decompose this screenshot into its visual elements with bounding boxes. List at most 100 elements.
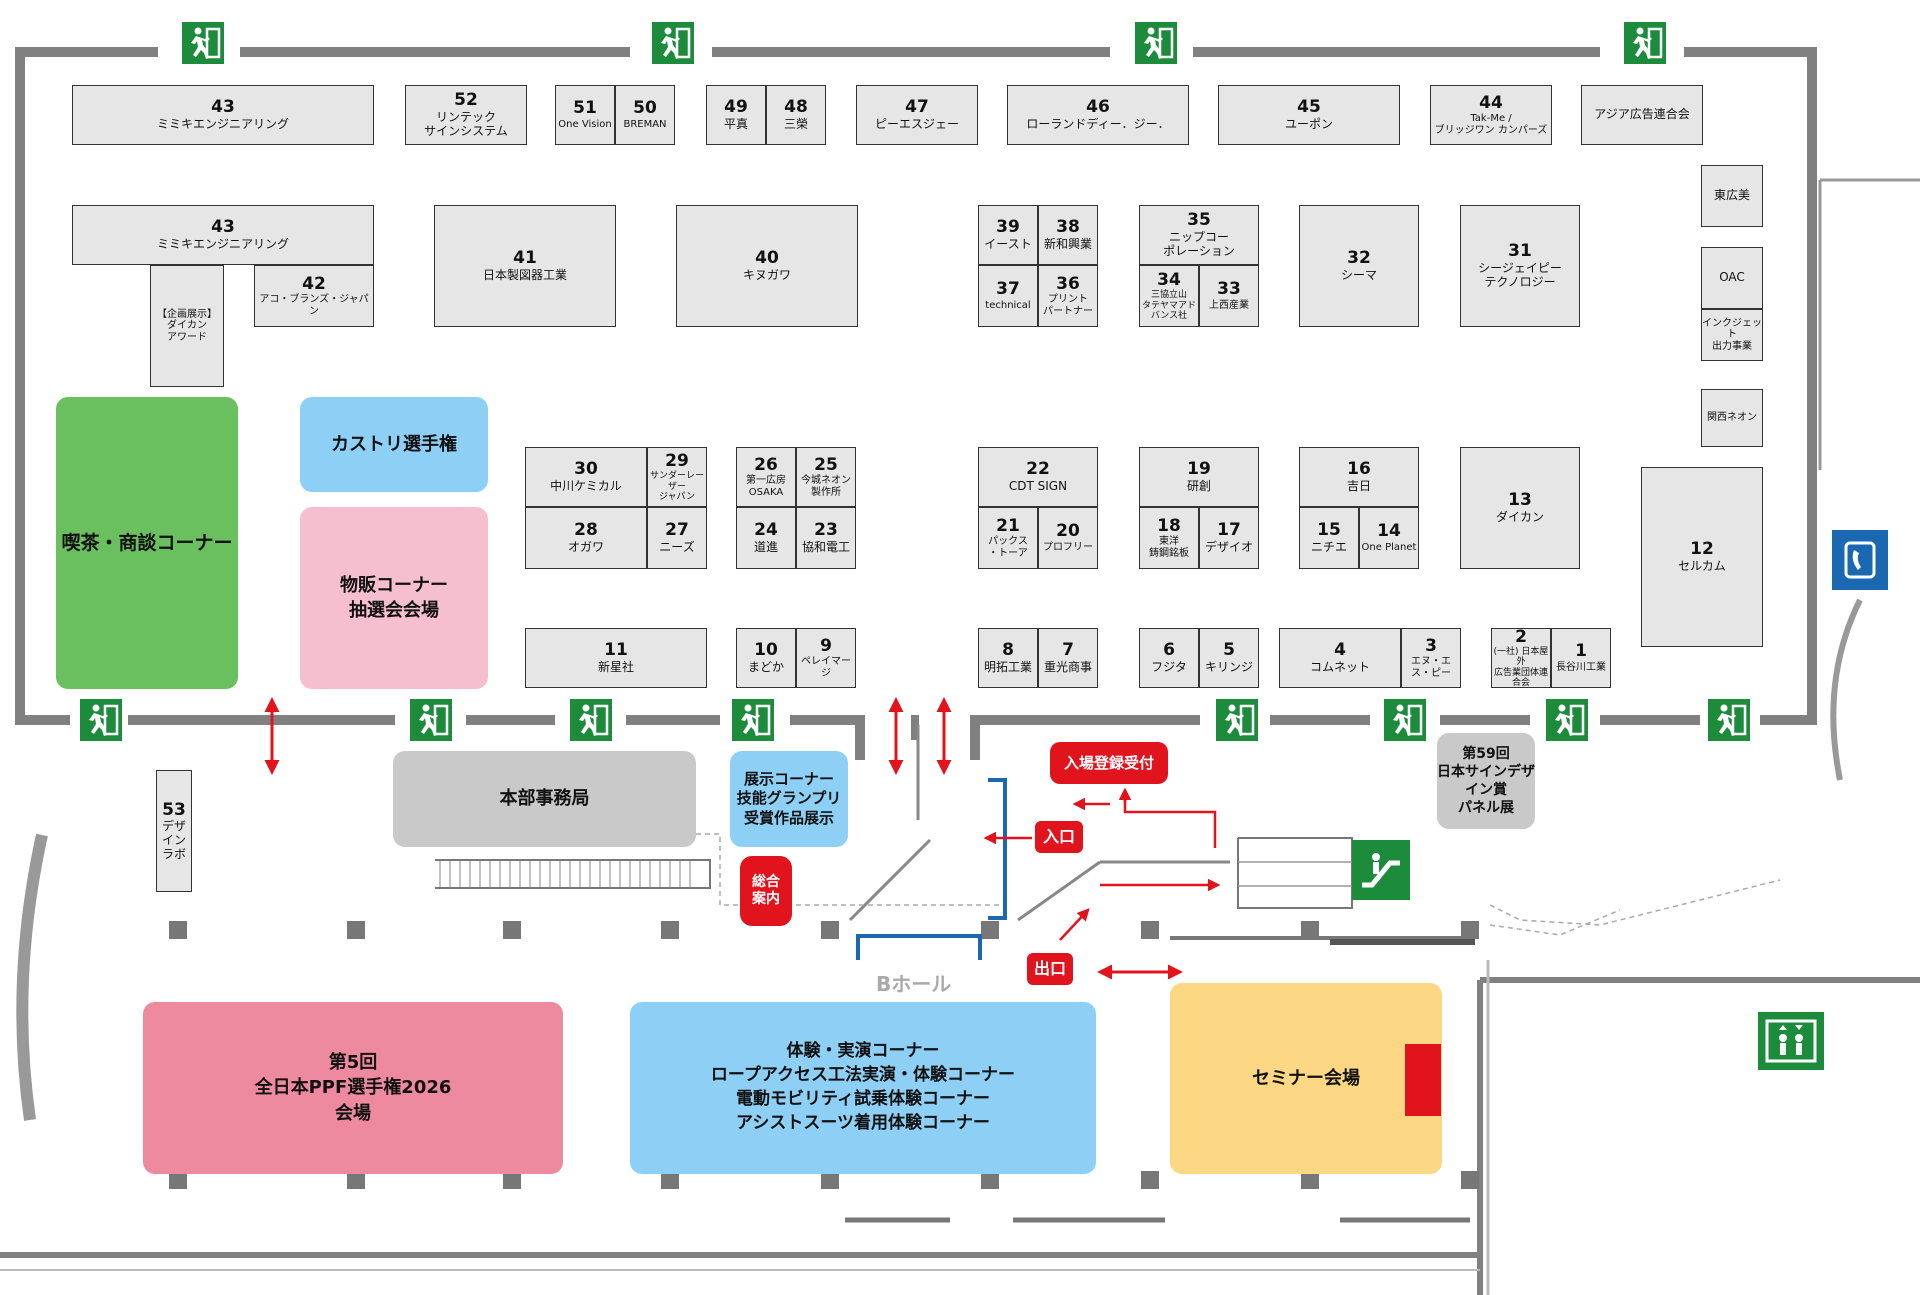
pillar — [981, 1171, 999, 1189]
booth-asia-ad[interactable]: アジア広告連合会 — [1581, 85, 1703, 145]
registration-desk[interactable]: 入場登録受付 — [1050, 742, 1168, 784]
map-line — [16, 833, 48, 1121]
exhibit-corner[interactable]: 展示コーナー 技能グランプリ 受賞作品展示 — [730, 751, 848, 847]
general-info-desk[interactable]: 総合 案内 — [740, 856, 792, 926]
booth-oac[interactable]: OAC — [1701, 247, 1763, 309]
emergency-exit-icon — [730, 697, 776, 743]
telephone-icon — [1832, 530, 1888, 590]
map-line — [1489, 909, 1621, 936]
hall-b-label: Bホール — [876, 972, 952, 996]
booth-tokoubi[interactable]: 東広美 — [1701, 165, 1763, 227]
map-line — [1059, 908, 1090, 941]
pillar — [1301, 1171, 1319, 1189]
emergency-exit-icon — [1382, 697, 1428, 743]
emergency-exit-icon — [1133, 20, 1179, 66]
headquarters-office[interactable]: 本部事務局 — [393, 751, 696, 847]
pillar — [1141, 921, 1159, 939]
map-line — [1123, 796, 1217, 848]
emergency-exit-icon — [78, 697, 124, 743]
seminar-venue[interactable]: セミナー会場 — [1170, 983, 1442, 1174]
booth-daikan-award[interactable]: 【企画展示】 ダイカン アワード — [150, 265, 224, 387]
emergency-exit-icon — [1544, 697, 1590, 743]
map-line — [856, 934, 982, 960]
goods-lottery-corner[interactable]: 物販コーナー 抽選会会場 — [300, 507, 488, 689]
emergency-exit-icon — [1622, 20, 1668, 66]
experience-corner[interactable]: 体験・実演コーナー ロープアクセス工法実演・体験コーナー 電動モビリティ試乗体験… — [630, 1002, 1096, 1174]
emergency-exit-icon — [408, 697, 454, 743]
emergency-exit-icon — [1706, 697, 1752, 743]
map-line — [1489, 879, 1781, 926]
seminar-stage — [1405, 1044, 1441, 1116]
booth-inkjet[interactable]: インクジェット 出力事業 — [1701, 309, 1763, 361]
pillar — [661, 921, 679, 939]
ppf-championship-venue[interactable]: 第5回 全日本PPF選手権2026 会場 — [143, 1002, 563, 1174]
pillar — [347, 1171, 365, 1189]
map-line — [1684, 47, 1817, 725]
cafe-corner[interactable]: 喫茶・商談コーナー — [56, 397, 238, 689]
map-line — [970, 715, 1200, 760]
sign-design-panel[interactable]: 第59回 日本サインデザイン賞 パネル展 — [1437, 733, 1535, 829]
booth-2[interactable]: 2(一社) 日本屋外 広告業団体連合会 — [1491, 628, 1551, 688]
kastori-championship[interactable]: カストリ選手権 — [300, 397, 488, 492]
emergency-exit-icon — [650, 20, 696, 66]
pillar — [503, 921, 521, 939]
booth-kansai-neon[interactable]: 関西ネオン — [1701, 389, 1763, 447]
emergency-exit-icon — [568, 697, 614, 743]
pillar — [503, 1171, 521, 1189]
